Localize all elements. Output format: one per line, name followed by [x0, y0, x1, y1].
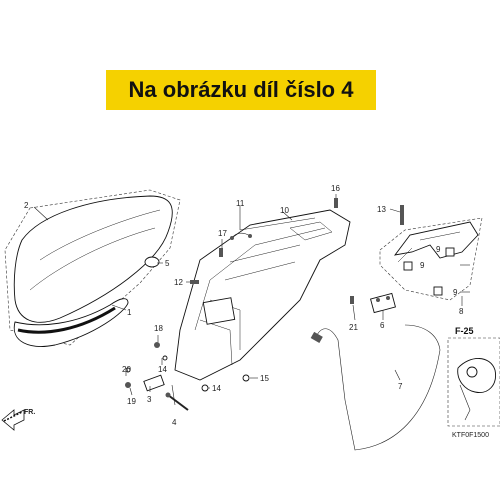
part-4-pin: [165, 392, 189, 411]
leader-lines: [33, 194, 470, 406]
callout-21: 21: [349, 323, 358, 332]
seat-lock-cable: [314, 324, 441, 451]
front-label: FR.: [24, 409, 35, 416]
collar: [403, 261, 413, 271]
callout-16: 16: [331, 184, 340, 193]
callout-5: 5: [165, 259, 170, 268]
bolts: [190, 198, 404, 304]
callout-7: 7: [398, 382, 403, 391]
front-arrow-icon: [1, 409, 25, 431]
rear-grip-bracket: [379, 217, 483, 301]
collar: [433, 286, 443, 296]
callout-9b: 9: [420, 261, 425, 270]
callout-18: 18: [154, 324, 163, 333]
section-reference: F-25: [455, 326, 474, 336]
seat-assembly: [4, 189, 181, 347]
callout-19: 19: [127, 397, 136, 406]
callout-15: 15: [260, 374, 269, 383]
callout-labels: 2 1 5 10 11 16 17 12 13 9 9 9 8 21 6 7 1…: [24, 184, 464, 427]
nut: [201, 384, 209, 392]
callout-4: 4: [172, 418, 177, 427]
callout-10: 10: [280, 206, 289, 215]
rubber-cushion: [144, 256, 160, 268]
callout-14a: 14: [158, 365, 167, 374]
callout-12: 12: [174, 278, 183, 287]
callout-2: 2: [24, 201, 29, 210]
callout-6: 6: [380, 321, 385, 330]
collar: [445, 247, 455, 257]
part-number-banner: Na obrázku díl číslo 4: [106, 70, 376, 110]
callout-9a: 9: [436, 245, 441, 254]
callout-9c: 9: [453, 288, 458, 297]
callout-3: 3: [147, 395, 152, 404]
callout-11: 11: [236, 199, 245, 208]
callout-1: 1: [127, 308, 132, 317]
callout-8: 8: [459, 307, 464, 316]
hook-bracket: [125, 342, 165, 392]
callout-13: 13: [377, 205, 386, 214]
callout-20: 20: [122, 365, 131, 374]
callout-17: 17: [218, 229, 227, 238]
lock-inset: [447, 337, 500, 427]
drawing-code: KTF0F1500: [452, 432, 489, 439]
callout-14b: 14: [212, 384, 221, 393]
nut: [242, 374, 250, 382]
seat-latch: [370, 292, 396, 314]
luggage-box: [174, 209, 351, 381]
nut: [162, 355, 168, 361]
